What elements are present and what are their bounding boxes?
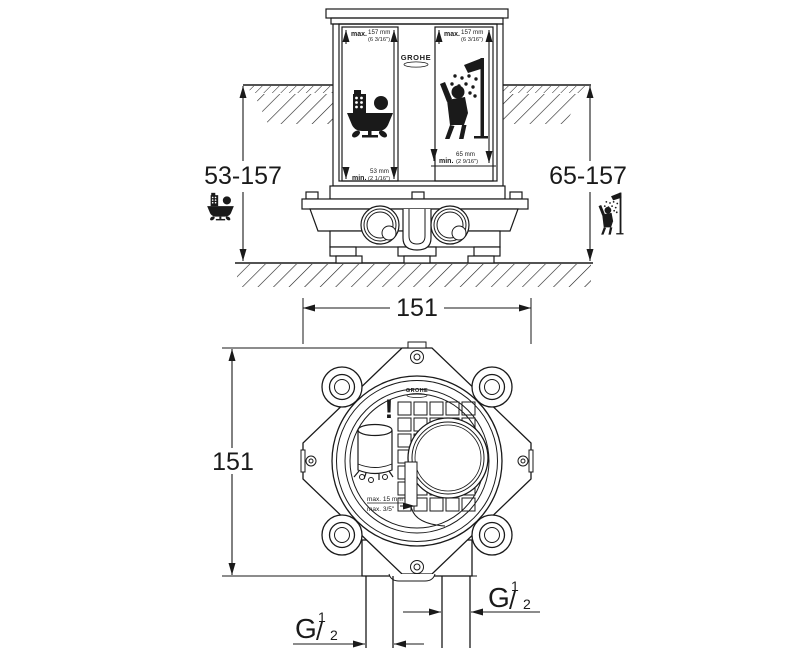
cavity-detail (397, 401, 489, 527)
min-imperial: (2 9/16") (456, 159, 478, 165)
range-right: 65-157 (549, 162, 627, 190)
right-panel-min-dimension: 65 mm min. (2 9/16") (430, 149, 496, 167)
supply-pipes (365, 576, 471, 648)
grohe-logo-small: GROHE (406, 388, 428, 398)
brand-text-small: GROHE (406, 388, 428, 394)
max-label: max. (444, 31, 460, 38)
min-label: min. (352, 175, 366, 182)
left-thread-label: G 1 / 2 (293, 609, 424, 648)
thread-slash: / (316, 618, 323, 646)
right-panel-max-dimension: max. 157 mm (6 3/16") (435, 29, 493, 163)
range-left: 53-157 (204, 162, 282, 190)
logo-swoosh (403, 61, 429, 68)
max-imperial: (6 3/16") (368, 37, 390, 43)
min-label: min. (439, 158, 453, 165)
valve-opening (407, 417, 489, 499)
min-imperial: (2 1/16") (368, 176, 390, 182)
thread-numerator: 1 (318, 609, 326, 625)
logo-swoosh-small (406, 393, 428, 398)
thread-denominator: 2 (523, 596, 531, 612)
depth-note: max. 15 mm max. 3/5" (367, 496, 415, 513)
max-metric: 157 mm (461, 29, 483, 36)
thread-slash: / (509, 587, 516, 615)
width-value: 151 (396, 294, 438, 322)
max-imperial: (6 3/16") (461, 37, 483, 43)
left-panel-min-dimension: 53 mm min. (2 1/16") (342, 167, 390, 182)
height-value: 151 (212, 448, 254, 476)
right-height-dimension: 65-157 (549, 86, 627, 261)
thread-denominator: 2 (330, 627, 338, 643)
max-metric: 157 mm (368, 29, 390, 36)
shower-icon (598, 192, 624, 235)
warning-exclamation: ! (385, 394, 394, 424)
person-showering-icon (440, 58, 488, 139)
wall-section-left (243, 84, 333, 124)
depth-imperial: max. 3/5" (367, 506, 395, 513)
thread-letter: G (488, 582, 510, 613)
floor-section (235, 262, 593, 287)
brand-text: GROHE (401, 53, 432, 62)
depth-step (404, 461, 418, 507)
person-in-bathtub-icon (347, 90, 393, 139)
max-label: max. (351, 31, 367, 38)
min-metric: 65 mm (456, 151, 475, 158)
grohe-logo: GROHE (401, 53, 432, 68)
cartridge-cylinder (353, 423, 394, 483)
right-thread-label: G 1 / 2 (403, 578, 540, 616)
wall-section-right (503, 84, 591, 124)
depth-metric: max. 15 mm (367, 496, 403, 503)
min-metric: 53 mm (370, 168, 389, 175)
thread-letter: G (295, 613, 317, 644)
rough-in-body-side (301, 185, 529, 264)
left-panel-max-dimension: max. 157 mm (6 3/16") (342, 29, 398, 179)
bathtub-icon (207, 192, 234, 222)
width-dimension: 151 (302, 294, 532, 344)
left-height-dimension: 53-157 (204, 86, 282, 261)
thread-numerator: 1 (511, 578, 519, 594)
